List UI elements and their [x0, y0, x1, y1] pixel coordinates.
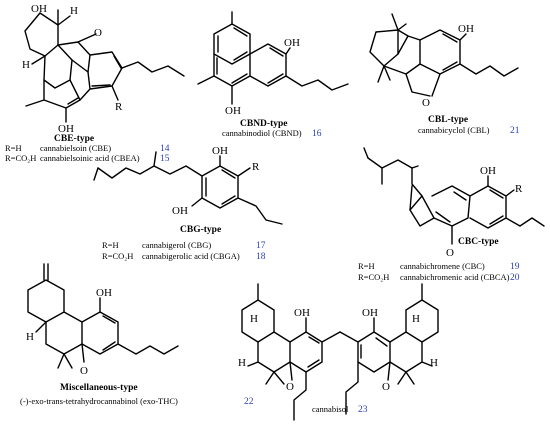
cannabisol-o-left: O	[286, 381, 294, 393]
cbg-r: R	[252, 161, 260, 173]
cbe-o-ring: O	[94, 27, 102, 39]
cbc-row1-r: R=H	[358, 261, 375, 271]
cannabisol-structure	[241, 283, 439, 421]
cbc-oh: OH	[480, 165, 496, 177]
cbe-row1-r: R=H	[5, 143, 22, 153]
cbe-row2-name: cannabielsoinic acid (CBEA)	[40, 153, 140, 163]
cbe-r: R	[115, 101, 123, 113]
cbnd-name: cannabinodiol (CBND)	[222, 128, 302, 138]
cannabisol-oh-right: OH	[362, 307, 378, 319]
cbnd-oh-bottom: OH	[225, 105, 241, 117]
cbc-row1-name: cannabichromene (CBC)	[400, 261, 485, 271]
cbc-row2-r: R=CO₂H	[358, 272, 389, 282]
cbg-row1-num: 17	[256, 241, 266, 251]
cbg-row2-r: R=CO₂H	[102, 251, 133, 261]
misc-num: 22	[244, 397, 254, 407]
cbnd-num: 16	[312, 129, 322, 139]
cbnd-oh-top: OH	[284, 37, 300, 49]
exo-thc-o: O	[80, 365, 88, 377]
cbl-type-label: CBL-type	[428, 115, 468, 125]
exo-thc-oh: OH	[96, 287, 112, 299]
cbc-row2-num: 20	[510, 273, 520, 283]
cannabisol-h4: H	[430, 357, 438, 369]
cbg-row1-name: cannabigerol (CBG)	[142, 240, 211, 250]
cbl-num: 21	[510, 126, 520, 136]
cbg-row2-name: cannabigerolic acid (CBGA)	[142, 251, 240, 261]
cbe-oh-bottom: OH	[58, 123, 74, 135]
cannabisol-h1: H	[250, 313, 258, 325]
cbl-o: O	[422, 97, 430, 109]
cbg-oh-top: OH	[212, 145, 228, 157]
cannabisol-h3: H	[412, 313, 420, 325]
cbe-row2-num: 15	[160, 154, 170, 164]
cbg-structure	[93, 151, 283, 225]
cbg-row1-r: R=H	[102, 240, 119, 250]
cannabisol-h2: H	[238, 357, 246, 369]
exo-thc-h: H	[26, 331, 34, 343]
cannabisol-num: 23	[358, 405, 368, 415]
cbl-structure	[369, 13, 519, 97]
misc-type-label: Miscellaneous-type	[60, 383, 138, 393]
cbc-row2-name: cannabichromenic acid (CBCA)	[400, 272, 510, 282]
cbc-r: R	[515, 183, 523, 195]
cbe-row1-num: 14	[160, 144, 170, 154]
cbl-name: cannabicyclol (CBL)	[418, 125, 490, 135]
cbnd-structure	[197, 11, 349, 105]
cbg-row2-num: 18	[256, 252, 266, 262]
cannabisol-name: cannabisol	[312, 404, 349, 414]
cbe-oh-top: OH	[31, 3, 47, 15]
cbnd-type-label: CBND-type	[240, 119, 288, 129]
cbg-type-label: CBG-type	[180, 225, 221, 235]
cbc-structure	[363, 147, 545, 245]
cbe-type-label: CBE-type	[54, 134, 94, 144]
exo-thc-structure	[27, 263, 179, 369]
cannabisol-o-right: O	[382, 381, 390, 393]
cbg-oh-left: OH	[172, 205, 188, 217]
cbc-row1-num: 19	[510, 262, 520, 272]
cbe-h-left: H	[22, 59, 30, 71]
misc-name: (-)-exo-trans-tetrahydrocannabinol (exo-…	[20, 396, 178, 406]
cbe-row2-r: R=CO₂H	[5, 153, 36, 163]
cbe-h-top: H	[70, 5, 78, 17]
cbc-type-label: CBC-type	[458, 237, 499, 247]
cannabisol-oh-left: OH	[294, 307, 310, 319]
cbe-structure	[24, 9, 185, 123]
cbe-row1-name: cannabielsoin (CBE)	[40, 143, 111, 153]
cbl-oh: OH	[458, 23, 474, 35]
cbc-o: O	[446, 247, 454, 259]
